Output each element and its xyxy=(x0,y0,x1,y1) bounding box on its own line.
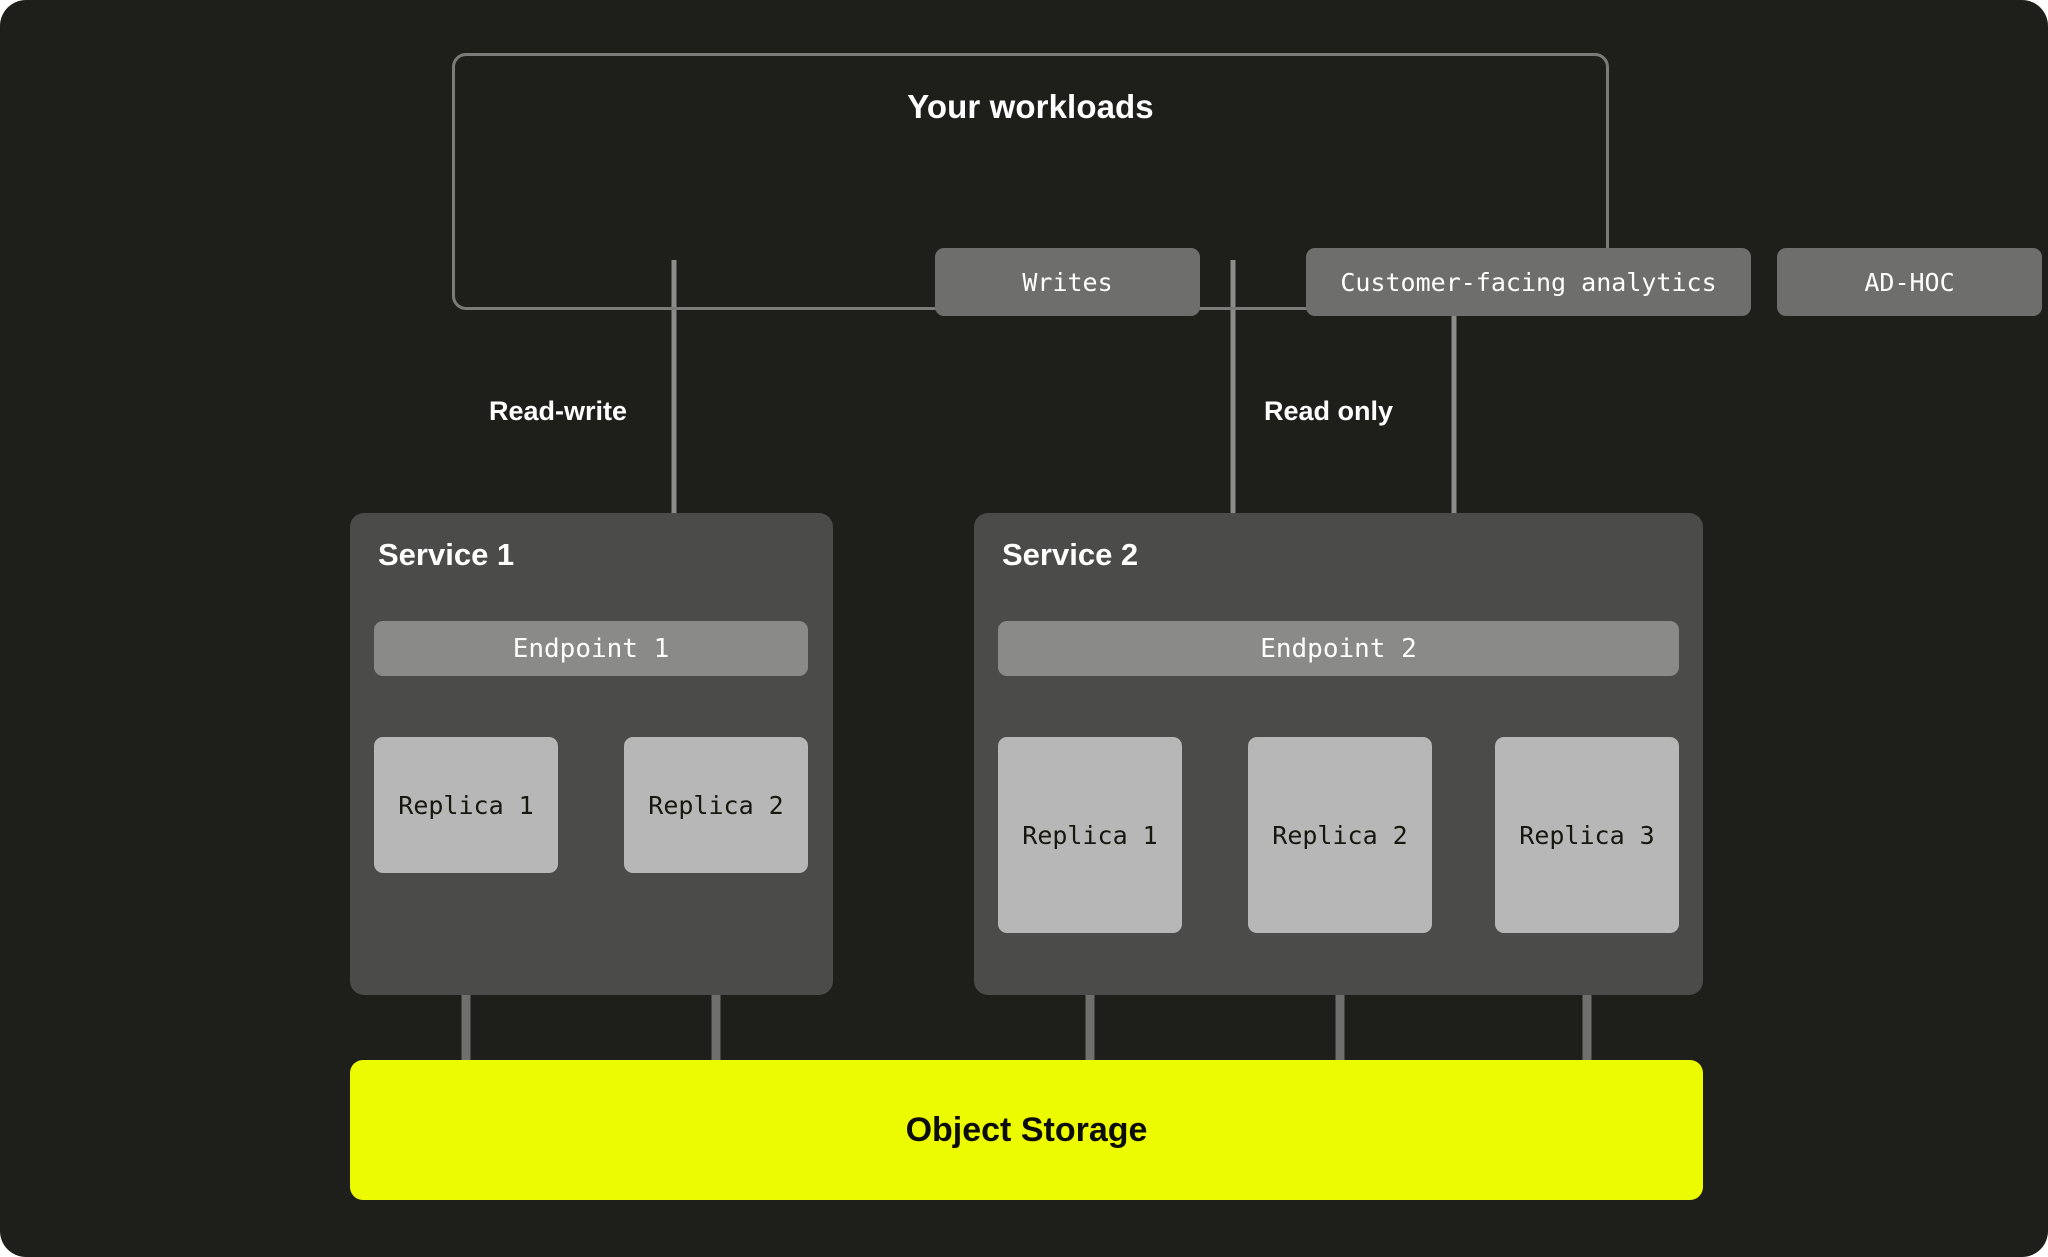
service-2-replica-1-label: Replica 1 xyxy=(1022,820,1158,850)
service-2-replica-2[interactable]: Replica 2 xyxy=(1248,737,1432,933)
workload-box-writes[interactable]: Writes xyxy=(935,248,1200,316)
service-1-replica-2[interactable]: Replica 2 xyxy=(624,737,808,873)
service-2-replica-3-label: Replica 3 xyxy=(1519,820,1655,850)
service-1-title: Service 1 xyxy=(378,537,515,572)
service-2-replica-2-label: Replica 2 xyxy=(1272,820,1408,850)
flow-label-read-write: Read-write xyxy=(489,396,628,426)
object-storage-box[interactable]: Object Storage xyxy=(350,1060,1703,1200)
service-1-replica-1[interactable]: Replica 1 xyxy=(374,737,558,873)
endpoint-1[interactable]: Endpoint 1 xyxy=(374,621,808,676)
workload-box-writes-label: Writes xyxy=(1022,267,1113,297)
service-1-replica-2-label: Replica 2 xyxy=(648,790,784,820)
workload-box-customer-facing-analytics[interactable]: Customer-facing analytics xyxy=(1306,248,1751,316)
workload-box-ad-hoc[interactable]: AD-HOC xyxy=(1777,248,2042,316)
workload-box-customer-facing-analytics-label: Customer-facing analytics xyxy=(1340,267,1717,297)
workload-box-ad-hoc-label: AD-HOC xyxy=(1864,267,1955,297)
service-panel-1: Service 1 Endpoint 1 Replica 1 Replica 2 xyxy=(350,513,833,995)
service-2-replica-3[interactable]: Replica 3 xyxy=(1495,737,1679,933)
endpoint-2-label: Endpoint 2 xyxy=(1260,633,1417,664)
service-2-replica-1[interactable]: Replica 1 xyxy=(998,737,1182,933)
endpoint-1-label: Endpoint 1 xyxy=(512,633,670,664)
object-storage-label: Object Storage xyxy=(905,1110,1148,1149)
workloads-title: Your workloads xyxy=(907,88,1154,125)
workloads-panel: Your workloads Writes Customer-facing an… xyxy=(452,53,2042,316)
service-2-title: Service 2 xyxy=(1002,537,1139,572)
service-panel-2: Service 2 Endpoint 2 Replica 1 Replica 2… xyxy=(974,513,1703,995)
endpoint-2[interactable]: Endpoint 2 xyxy=(998,621,1679,676)
service-1-replica-1-label: Replica 1 xyxy=(398,790,534,820)
flow-label-read-only: Read only xyxy=(1264,396,1394,426)
